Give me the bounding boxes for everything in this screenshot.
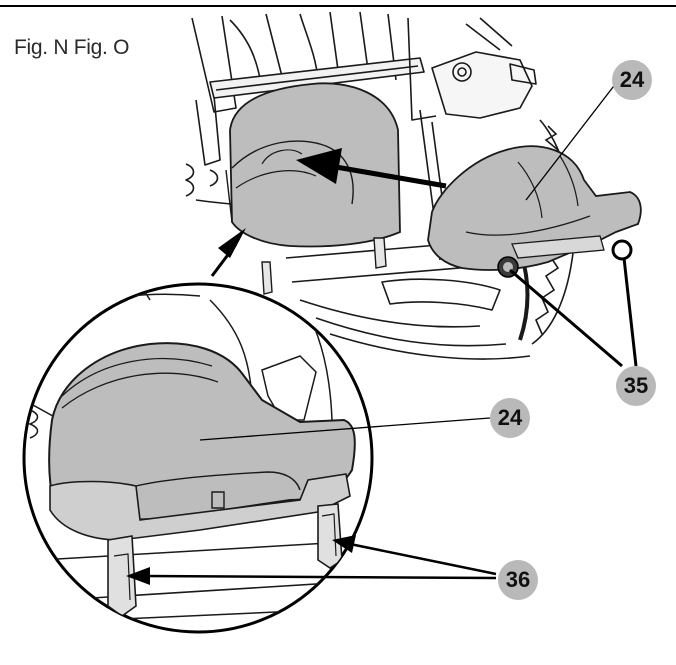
deflector-part-24 — [427, 145, 642, 271]
leader-24-top — [525, 77, 621, 201]
figure-caption: Fig. N Fig. O — [14, 36, 130, 59]
leader-24-detail — [199, 417, 491, 441]
detail-view — [24, 284, 372, 621]
detail-pointer-arrow — [210, 228, 246, 277]
tab-36-right — [317, 503, 343, 569]
callout-35: 35 — [616, 366, 656, 406]
screw-35-right — [611, 239, 633, 261]
leader-35-b — [622, 257, 638, 367]
callout-36: 36 — [498, 560, 538, 600]
leader-36 — [126, 535, 497, 585]
callout-24-detail: 24 — [490, 398, 530, 438]
callout-24-main: 24 — [612, 60, 652, 100]
leader-35-a — [509, 268, 623, 368]
installed-deflector — [225, 82, 401, 295]
direction-arrow — [296, 148, 447, 189]
